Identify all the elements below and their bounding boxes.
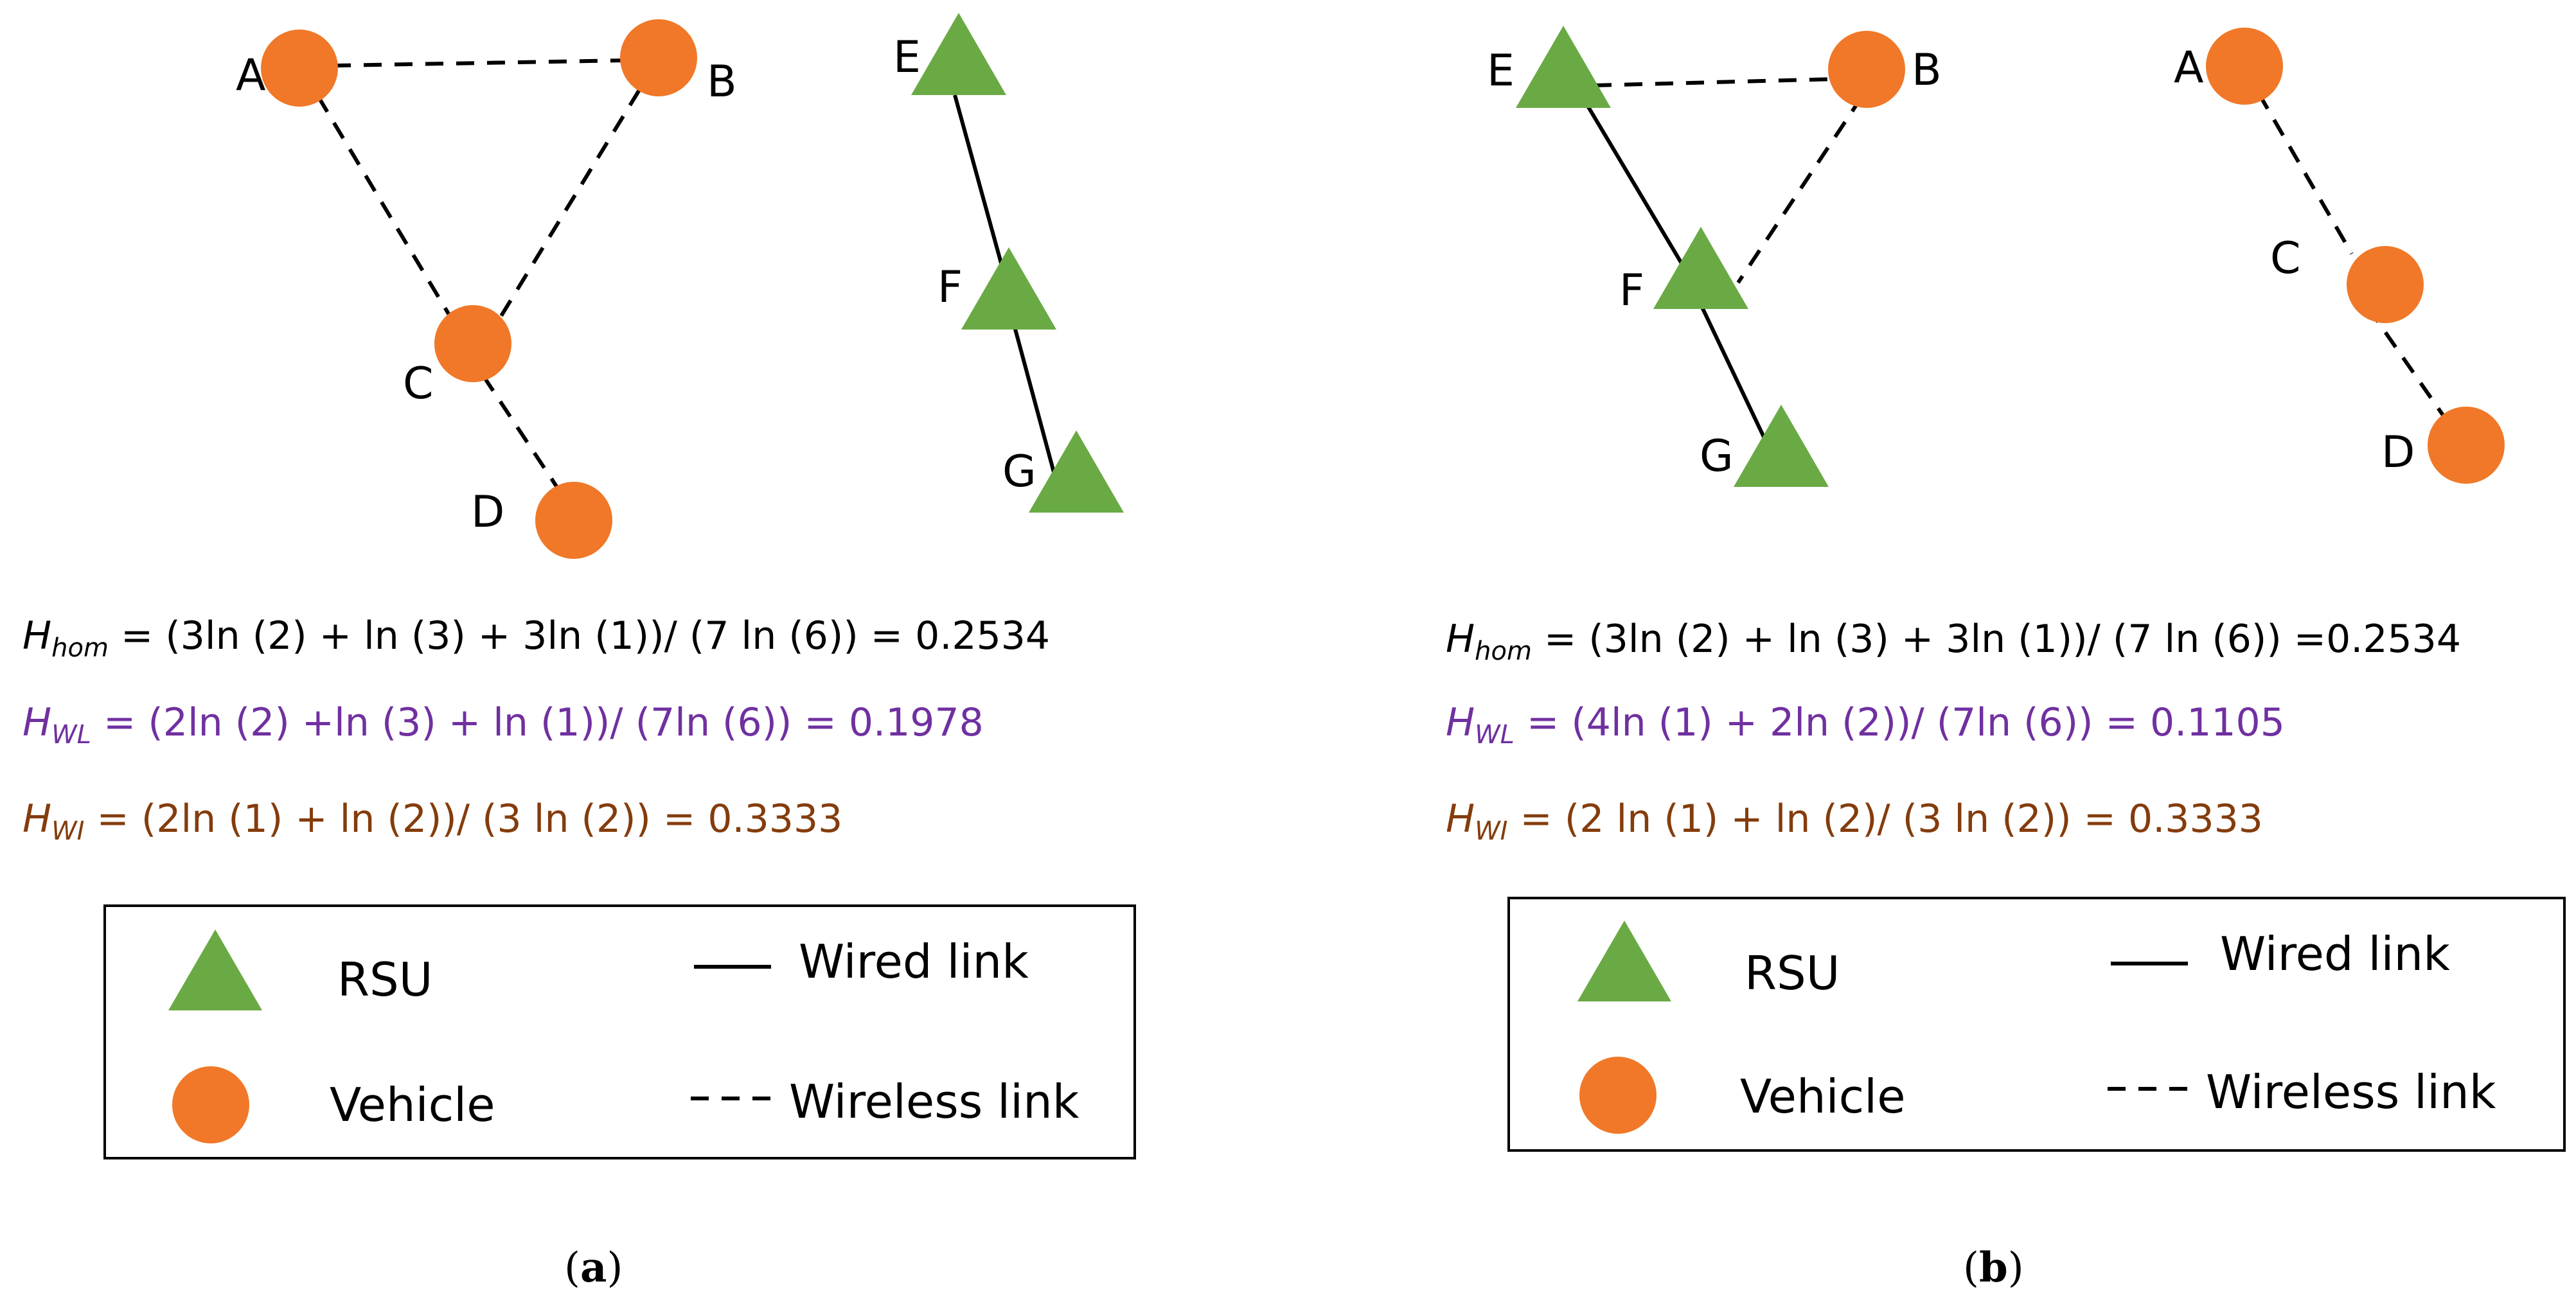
edge-b-bf [1736, 95, 1864, 284]
equation-a-wl-sub: WL [51, 720, 91, 750]
caption-a: (a) [564, 1244, 623, 1292]
equation-b-hom-rest: = (3ln (2) + ln (3) + 3ln (1))/ (7 ln (6… [1532, 617, 2461, 662]
edge-a-cd [481, 374, 560, 489]
legend-b-wireless-label: Wireless link [2206, 1065, 2496, 1119]
node-a-vehicle-a [261, 30, 338, 107]
node-b-rsu-e [1516, 26, 1611, 108]
equation-a-wl-h: H [22, 700, 51, 745]
caption-a-close: ) [607, 1244, 623, 1292]
node-a-rsu-g [1029, 430, 1124, 513]
equation-b-wi-rest: = (2 ln (1) + ln (2)/ (3 ln (2)) = 0.333… [1507, 797, 2262, 841]
equation-a-wl-rest: = (2ln (2) +ln (3) + ln (1))/ (7ln (6)) … [91, 700, 984, 745]
legend-a-wired-label: Wired link [799, 935, 1029, 989]
label-a-e: E [893, 32, 921, 83]
legend-a-vehicle-icon [172, 1066, 249, 1143]
equation-a-wi-h: H [22, 797, 51, 841]
label-a-a: A [236, 50, 266, 101]
node-b-rsu-f [1653, 227, 1748, 309]
equation-a-wl: HWL = (2ln (2) +ln (3) + ln (1))/ (7ln (… [22, 700, 984, 750]
equation-b-hom: Hhom = (3ln (2) + ln (3) + 3ln (1))/ (7 … [1446, 617, 2461, 666]
equation-a-hom-h: H [22, 613, 51, 658]
panel-a: A B C D E F G Hhom = (3ln (2) + ln (3) +… [22, 13, 1136, 1292]
legend-a-box [103, 904, 1136, 1159]
label-b-g: G [1700, 431, 1734, 482]
equation-b-wl-rest: = (4ln (1) + 2ln (2))/ (7ln (6)) = 0.110… [1515, 700, 2285, 745]
equation-a-hom-rest: = (3ln (2) + ln (3) + 3ln (1))/ (7 ln (6… [109, 613, 1050, 658]
edge-b-ef [1584, 101, 1685, 268]
edge-b-fg [1698, 301, 1770, 448]
label-b-f: F [1619, 265, 1644, 316]
edge-a-bc [498, 89, 641, 319]
legend-b-box [1507, 897, 2566, 1152]
edge-b-cd [2366, 306, 2453, 428]
legend-b-vehicle-icon [1579, 1057, 1657, 1134]
equation-b-wl-sub: WL [1475, 720, 1515, 750]
equation-b-hom-sub: hom [1475, 637, 1532, 666]
legend-b-vehicle-label: Vehicle [1740, 1070, 1905, 1123]
equation-b-wi-sub: WI [1475, 816, 1507, 846]
caption-b-letter: b [1979, 1244, 2008, 1292]
equation-a-wi-sub: WI [51, 816, 84, 846]
equation-b-wi: HWI = (2 ln (1) + ln (2)/ (3 ln (2)) = 0… [1446, 797, 2263, 846]
node-a-rsu-f [961, 247, 1056, 330]
label-a-d: D [471, 487, 504, 538]
legend-a: RSU Vehicle Wired link Wireless link [103, 904, 1136, 1159]
legend-b-rsu-label: RSU [1745, 946, 1840, 1000]
caption-b-open: ( [1963, 1244, 1979, 1292]
label-a-f: F [937, 262, 963, 313]
caption-b-close: ) [2008, 1244, 2024, 1292]
legend-b: RSU Vehicle Wired link Wireless link [1507, 897, 2566, 1152]
equation-a-wi-rest: = (2ln (1) + ln (2))/ (3 ln (2)) = 0.333… [84, 797, 842, 841]
label-b-c: C [2270, 233, 2300, 284]
caption-a-letter: a [580, 1244, 607, 1292]
legend-a-vehicle-label: Vehicle [330, 1078, 495, 1132]
edge-a-ab [301, 58, 661, 68]
equation-b-hom-h: H [1446, 617, 1475, 662]
legend-b-rsu-icon [1577, 921, 1671, 1001]
node-a-vehicle-b [620, 19, 697, 96]
label-a-c: C [403, 358, 433, 409]
node-b-rsu-g [1734, 405, 1829, 487]
caption-b: (b) [1963, 1244, 2024, 1292]
caption-a-open: ( [564, 1244, 580, 1292]
label-b-d: D [2381, 427, 2415, 478]
edge-a-fg [1012, 324, 1056, 473]
label-a-b: B [707, 57, 737, 107]
equation-a-wi: HWI = (2ln (1) + ln (2))/ (3 ln (2)) = 0… [22, 797, 842, 846]
edge-a-ef [953, 94, 1008, 280]
panel-b: E B F G A C D Hhom = (3ln (2) + ln (3) +… [1446, 26, 2566, 1292]
edge-b-ac [2257, 92, 2354, 255]
node-a-vehicle-d [535, 482, 612, 559]
equation-b-wl-h: H [1446, 700, 1475, 745]
node-b-vehicle-b [1828, 31, 1905, 108]
equation-a-hom: Hhom = (3ln (2) + ln (3) + 3ln (1))/ (7 … [22, 613, 1050, 663]
label-b-a: A [2174, 42, 2204, 93]
equation-b-wi-h: H [1446, 797, 1475, 841]
edge-a-ac [316, 95, 453, 319]
equation-a-hom-sub: hom [51, 633, 109, 663]
node-a-vehicle-c [434, 305, 511, 382]
panel-b-graph: E B F G A C D [1487, 26, 2505, 487]
legend-b-wired-label: Wired link [2220, 927, 2450, 981]
node-b-vehicle-a [2206, 28, 2283, 105]
legend-a-wireless-label: Wireless link [789, 1075, 1079, 1129]
node-b-vehicle-d [2428, 407, 2505, 484]
label-b-b: B [1912, 45, 1942, 96]
legend-a-rsu-icon [168, 930, 262, 1010]
label-b-e: E [1487, 46, 1515, 96]
node-b-vehicle-c [2347, 246, 2424, 323]
equation-b-wl: HWL = (4ln (1) + 2ln (2))/ (7ln (6)) = 0… [1446, 700, 2285, 750]
label-a-g: G [1002, 446, 1036, 497]
panel-a-graph: A B C D E F G [236, 13, 1124, 559]
edge-b-eb [1593, 77, 1837, 87]
node-a-rsu-e [911, 13, 1006, 95]
legend-a-rsu-label: RSU [337, 953, 432, 1007]
